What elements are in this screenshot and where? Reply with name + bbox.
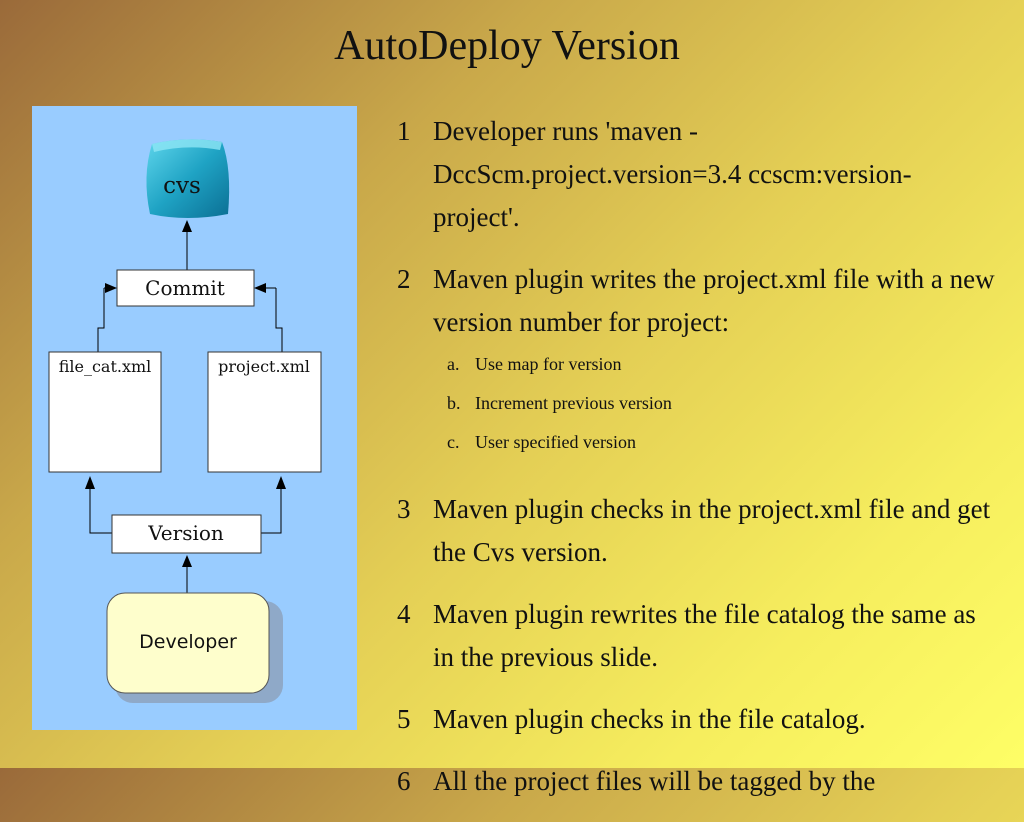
step-item: 4 Maven plugin rewrites the file catalog…: [397, 593, 997, 679]
step-text: Maven plugin checks in the file catalog.: [433, 704, 866, 734]
commit-box: Commit: [116, 269, 255, 307]
arrow-version-to-file-cat: [85, 476, 112, 534]
arrow-file-cat-to-commit: [97, 283, 117, 352]
substep-letter: b.: [447, 393, 461, 413]
commit-label: Commit: [145, 276, 225, 300]
slide-title: AutoDeploy Version: [334, 23, 680, 69]
substep-item: c. User specified version: [433, 430, 997, 454]
substep-text: User specified version: [475, 432, 636, 452]
arrow-developer-to-version: [182, 555, 192, 593]
substep-item: a. Use map for version: [433, 352, 997, 376]
project-xml-label: project.xml: [218, 357, 310, 376]
step-item: 6 All the project files will be tagged b…: [397, 760, 997, 803]
step-item: 1 Developer runs 'maven -DccScm.project.…: [397, 110, 997, 239]
step-text: All the project files will be tagged by …: [433, 766, 876, 796]
step-text: Maven plugin writes the project.xml file…: [433, 264, 995, 337]
step-item: 2 Maven plugin writes the project.xml fi…: [397, 258, 997, 469]
substep-letter: a.: [447, 354, 460, 374]
arrow-commit-to-cvs: [182, 220, 192, 270]
developer-label: Developer: [139, 631, 237, 653]
step-number: 6: [397, 766, 411, 796]
cvs-repository-icon: cvs: [146, 139, 230, 218]
step-item: 3 Maven plugin checks in the project.xml…: [397, 488, 997, 574]
step-number: 4: [397, 599, 411, 629]
flow-diagram: cvs Commit file_cat.xml: [32, 106, 357, 730]
step-number: 2: [397, 264, 411, 294]
substep-item: b. Increment previous version: [433, 391, 997, 415]
version-label: Version: [147, 521, 224, 545]
step-number: 5: [397, 704, 411, 734]
step-text: Maven plugin checks in the project.xml f…: [433, 494, 991, 567]
file-cat-xml-box: file_cat.xml: [48, 351, 162, 473]
step-item: 5 Maven plugin checks in the file catalo…: [397, 698, 997, 741]
arrow-version-to-project-xml: [261, 476, 286, 534]
version-box: Version: [111, 514, 262, 554]
project-xml-box: project.xml: [207, 351, 322, 473]
cvs-label: cvs: [163, 173, 201, 199]
file-cat-label: file_cat.xml: [59, 357, 152, 376]
step-number: 3: [397, 494, 411, 524]
step-text: Maven plugin rewrites the file catalog t…: [433, 599, 976, 672]
substep-text: Increment previous version: [475, 393, 672, 413]
substeps-list: a. Use map for version b. Increment prev…: [433, 352, 997, 454]
steps-list: 1 Developer runs 'maven -DccScm.project.…: [397, 110, 997, 822]
developer-box: Developer: [106, 592, 283, 703]
arrow-project-xml-to-commit: [254, 283, 283, 352]
substep-letter: c.: [447, 432, 460, 452]
substep-text: Use map for version: [475, 354, 622, 374]
step-text: Developer runs 'maven -DccScm.project.ve…: [433, 116, 912, 232]
step-number: 1: [397, 116, 411, 146]
